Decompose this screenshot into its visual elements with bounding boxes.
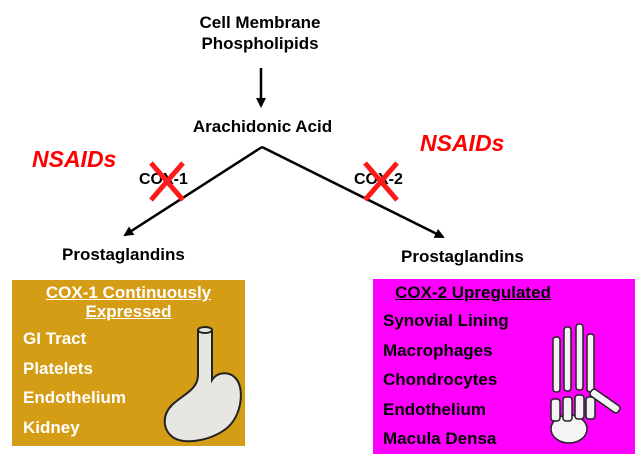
list-item: Synovial Lining [383, 311, 509, 330]
cox2-box-title: COX-2 Upregulated [395, 283, 551, 302]
cox1-box-title: COX-1 Continuously Expressed [45, 283, 212, 321]
list-item: Endothelium [383, 399, 486, 419]
list-item: Macrophages [383, 340, 493, 360]
list-item: Platelets [23, 358, 93, 378]
prostaglandins-label-left: Prostaglandins [62, 245, 185, 264]
membrane-phospholipids-label: Cell Membrane Phospholipids [199, 13, 321, 53]
cross-icon-cox1 [149, 161, 185, 202]
cox2-box: COX-2 Upregulated Synovial Lining Macrop… [373, 279, 635, 454]
cox1-site-list: GI Tract Platelets Endothelium Kidney [23, 329, 126, 447]
stomach-icon [163, 326, 242, 443]
list-item: Chondrocytes [383, 370, 498, 389]
list-item: Kidney [23, 417, 80, 437]
cox1-box: COX-1 Continuously Expressed GI Tract Pl… [12, 280, 245, 446]
list-item: Endothelium [23, 388, 126, 407]
arrow-aa-to-left-prostaglandins [123, 145, 263, 237]
list-item: Macula Densa [383, 429, 497, 448]
nsaids-label-right: NSAIDs [420, 130, 505, 156]
arachidonic-acid-label: Arachidonic Acid [192, 117, 333, 136]
cross-icon-cox2 [363, 161, 399, 202]
hand-skeleton-icon [550, 323, 621, 444]
prostaglandins-label-right: Prostaglandins [401, 247, 524, 266]
arrow-aa-to-right-prostaglandins [261, 145, 445, 239]
list-item: GI Tract [23, 329, 87, 348]
cox2-site-list: Synovial Lining Macrophages Chondrocytes… [383, 311, 509, 459]
nsaids-label-left: NSAIDs [32, 146, 117, 172]
